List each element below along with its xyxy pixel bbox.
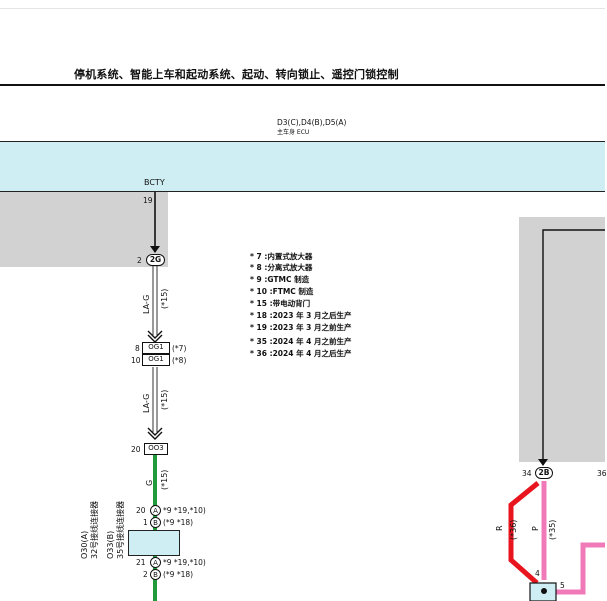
sensor-pin-2-note: (*9 *18) bbox=[163, 570, 194, 579]
wire-lag-1-color: LA-G bbox=[142, 294, 151, 314]
ecu-inner-block-left bbox=[0, 192, 168, 267]
oo3-pin: 20 bbox=[131, 445, 141, 454]
note-36: * 36 :2024 年 4 月之后生产 bbox=[250, 349, 352, 358]
junction-2g[interactable]: 2G bbox=[146, 254, 165, 266]
note-35: * 35 :2024 年 4 月之前生产 bbox=[250, 337, 352, 346]
sensor-pin-b-bottom: B bbox=[150, 569, 161, 580]
bottom-pin-4: 4 bbox=[535, 569, 540, 578]
sensor-label-a: O30(A) bbox=[80, 530, 89, 559]
wire-lag-2-note: (*15) bbox=[160, 389, 169, 410]
chevron-1a bbox=[147, 330, 163, 339]
note-19: * 19 :2023 年 3 月之前生产 bbox=[250, 323, 352, 332]
connector-oo3[interactable]: OO3 bbox=[144, 443, 168, 455]
og1-top-note: (*7) bbox=[172, 344, 187, 353]
note-10: * 10 :FTMC 制造 bbox=[250, 287, 314, 296]
component-block-right bbox=[519, 217, 605, 462]
pin-number-19: 19 bbox=[143, 196, 153, 205]
wire-r-note: (*36) bbox=[509, 519, 518, 540]
arrow-2b bbox=[538, 459, 548, 466]
ecu-connector-code: D3(C),D4(B),D5(A) bbox=[277, 118, 347, 127]
chevron-2b bbox=[147, 431, 163, 440]
wire-p-note: (*35) bbox=[548, 519, 557, 540]
junction-2b-pin-right: 36 bbox=[597, 469, 607, 478]
title-rule bbox=[0, 84, 605, 86]
sensor-pin-1-note: (*9 *18) bbox=[163, 518, 194, 527]
wire-right-ecu bbox=[542, 229, 605, 465]
bottom-pin-5: 5 bbox=[560, 581, 565, 590]
connector-og1-top[interactable]: OG1 bbox=[142, 342, 170, 354]
wire-red-r bbox=[508, 481, 540, 585]
ecu-name: 主车身 ECU bbox=[277, 129, 310, 136]
junction-2b-pin: 34 bbox=[522, 469, 532, 478]
junction-2b[interactable]: 2B bbox=[535, 467, 553, 479]
diagram-title: 停机系统、智能上车和起动系统、起动、转向锁止、遥控门锁控制 bbox=[74, 68, 399, 81]
splice-dot bbox=[541, 588, 547, 594]
note-18: * 18 :2023 年 3 月之后生产 bbox=[250, 311, 352, 320]
wire-g-note: (*15) bbox=[160, 469, 169, 490]
sensor-pin-a-bottom: A bbox=[150, 557, 161, 568]
sensor-pin-21: 21 bbox=[136, 558, 146, 567]
chevron-2a bbox=[147, 427, 163, 436]
connector-og1-bottom[interactable]: OG1 bbox=[142, 354, 170, 366]
top-border bbox=[0, 8, 605, 9]
arrow-2g bbox=[150, 246, 160, 253]
sensor-pin-b-top: B bbox=[150, 517, 161, 528]
sensor-pin-1: 1 bbox=[143, 518, 148, 527]
sensor-label-b-name: 35号接线连接器 bbox=[116, 500, 125, 559]
sensor-pin-20-note: *9 *19,*10) bbox=[163, 506, 206, 515]
og1-top-pin: 8 bbox=[135, 344, 140, 353]
wire-lag-1-note: (*15) bbox=[160, 288, 169, 309]
sensor-pin-21-note: *9 *19,*10) bbox=[163, 558, 206, 567]
og1-bottom-pin: 10 bbox=[131, 356, 141, 365]
note-9: * 9 :GTMC 制造 bbox=[250, 275, 310, 284]
wire-g-color: G bbox=[145, 479, 154, 486]
sensor-label-a-name: 32号接线连接器 bbox=[90, 500, 99, 559]
note-15: * 15 :带电动背门 bbox=[250, 299, 311, 308]
wire-lag-2-color: LA-G bbox=[142, 393, 151, 413]
sensor-pin-20: 20 bbox=[136, 506, 146, 515]
junction-connector-body[interactable] bbox=[128, 530, 180, 556]
junction-2g-pin: 2 bbox=[137, 256, 142, 265]
sensor-pin-a-top: A bbox=[150, 505, 161, 516]
sensor-label-b: O33(B) bbox=[106, 530, 115, 559]
wire-pink-right bbox=[550, 542, 605, 595]
pin-name-bcty: BCTY bbox=[144, 178, 165, 187]
wire-p-color: P bbox=[531, 526, 540, 531]
wire-r-color: R bbox=[495, 525, 504, 531]
sensor-pin-2: 2 bbox=[143, 570, 148, 579]
og1-bottom-note: (*8) bbox=[172, 356, 187, 365]
note-8: * 8 :分离式放大器 bbox=[250, 263, 313, 272]
note-7: * 7 :内置式放大器 bbox=[250, 252, 313, 261]
main-body-ecu-block[interactable] bbox=[0, 141, 605, 192]
